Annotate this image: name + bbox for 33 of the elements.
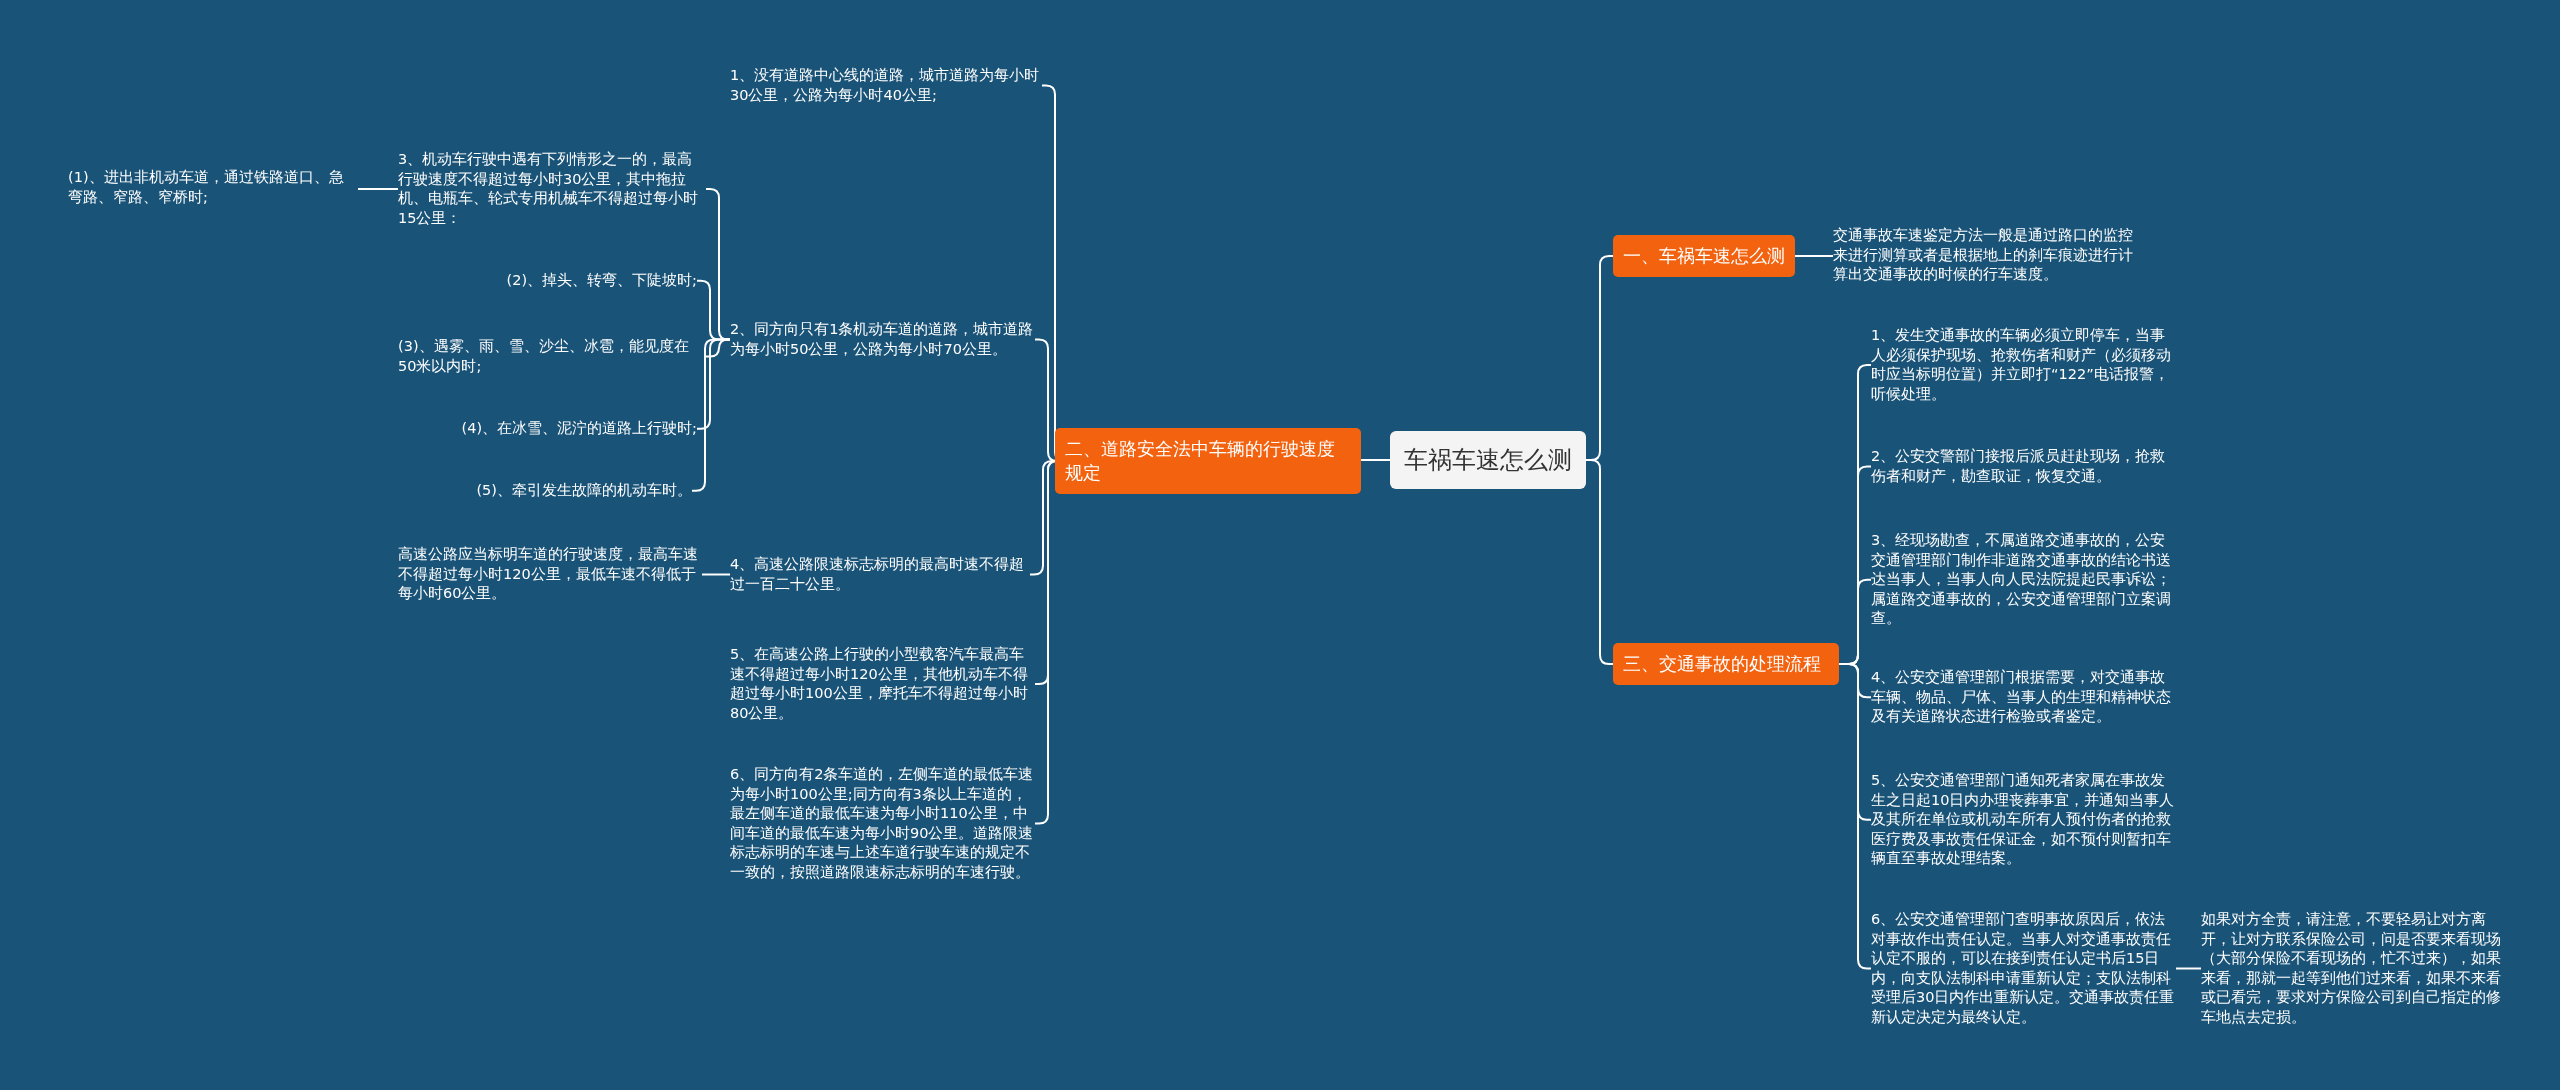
topic-text: 2、同方向只有1条机动车道的道路，城市道路为每小时50公里，公路为每小时70公里。 [730, 320, 1035, 359]
topic-text: 3、经现场勘查，不属道路交通事故的，公安交通管理部门制作非道路交通事故的结论书送达当事人，当事人向人民法院提起民事诉讼；属道路交通事故的，公安交通管理部门立案调查。 [1871, 531, 2176, 629]
connector-line [691, 338, 731, 492]
topic-box: 一、车祸车速怎么测 [1613, 235, 1795, 277]
connector-line [1360, 459, 1391, 461]
topic-text: 如果对方全责，请注意，不要轻易让对方离开，让对方联系保险公司，问是否要来看现场（大部分保险不看现场的，忙不过来），如果来看，那就一起等到他们过来看，如果不来看或已看完，要求对方保险公司到自己指定的修车地点去定损。 [2201, 910, 2501, 1027]
topic-text: 3、机动车行驶中遇有下列情形之一的，最高行驶速度不得超过每小时30公里，其中拖拉机、电瓶车、轮式专用机械车不得超过每小时15公里： [398, 150, 706, 228]
topic-text: 6、公安交通管理部门查明事故原因后，依法对事故作出责任认定。当事人对交通事故责任认定不服的，可以在接到责任认定书后15日内，向支队法制科申请重新认定；支队法制科受理后30日内作出重新认定。交通事故责任重新认定决定为最终认定。 [1871, 910, 2176, 1027]
connector-line [357, 188, 399, 190]
topic-text: 5、公安交通管理部门通知死者家属在事故发生之日起10日内办理丧葬事宜，并通知当事人及其所在单位或机动车所有人预付伤者的抢救医疗费及事故责任保证金，如不预付则暂扣车辆直至事故处理结案。 [1871, 771, 2176, 869]
connector-line [1585, 459, 1614, 665]
topic-text: 1、没有道路中心线的道路，城市道路为每小时30公里，公路为每小时40公里; [730, 66, 1042, 105]
connector-line [701, 573, 731, 576]
topic-text: 5、在高速公路上行驶的小型载客汽车最高车速不得超过每小时120公里，其他机动车不得超过每小时100公里，摩托车不得超过每小时80公里。 [730, 645, 1035, 723]
topic-text: (2)、掉头、转弯、下陡坡时; [506, 271, 697, 291]
connector-line [2175, 967, 2202, 970]
topic-text: 1、发生交通事故的车辆必须立即停车，当事人必须保护现场、抢救伤者和财产（必须移动时应当标明位置）并立即打“122”电话报警，听候处理。 [1871, 326, 2176, 404]
topic-text: 6、同方向有2条车道的，左侧车道的最低车速为每小时100公里;同方向有3条以上车道的，最左侧车道的最低车速为每小时110公里，中间车道的最低车速为每小时90公里。道路限速标志标明的车速与上述车道行驶车速的规定不一致的，按照道路限速标志标明的车速行驶。 [730, 765, 1035, 882]
topic-box: 二、道路安全法中车辆的行驶速度规定 [1055, 428, 1361, 494]
topic-text: (4)、在冰雪、泥泞的道路上行驶时; [461, 419, 697, 439]
central-topic-box: 车祸车速怎么测 [1390, 431, 1586, 489]
topic-text: (5)、牵引发生故障的机动车时。 [476, 481, 692, 501]
topic-text: 2、公安交警部门接报后派员赶赴现场，抢救伤者和财产，勘查取证，恢复交通。 [1871, 447, 2176, 486]
topic-box: 三、交通事故的处理流程 [1613, 643, 1839, 685]
topic-text: 交通事故车速鉴定方法一般是通过路口的监控来进行测算或者是根据地上的刹车痕迹进行计算出交通事故的时候的行车速度。 [1833, 226, 2133, 285]
connector-line [705, 188, 731, 341]
topic-text: (1)、进出非机动车道，通过铁路道口、急弯路、窄路、窄桥时; [68, 168, 358, 207]
topic-text: 高速公路应当标明车道的行驶速度，最高车速不得超过每小时120公里，最低车速不得低于每小时60公里。 [398, 545, 702, 604]
topic-text: (3)、遇雾、雨、雪、沙尘、冰雹，能见度在50米以内时; [398, 337, 706, 376]
topic-text: 4、高速公路限速标志标明的最高时速不得超过一百二十公里。 [730, 555, 1030, 594]
topic-text: 4、公安交通管理部门根据需要，对交通事故车辆、物品、尸体、当事人的生理和精神状态及有关道路状态进行检验或者鉴定。 [1871, 668, 2176, 727]
connector-line [1838, 663, 1872, 970]
connector-line [1794, 255, 1834, 257]
